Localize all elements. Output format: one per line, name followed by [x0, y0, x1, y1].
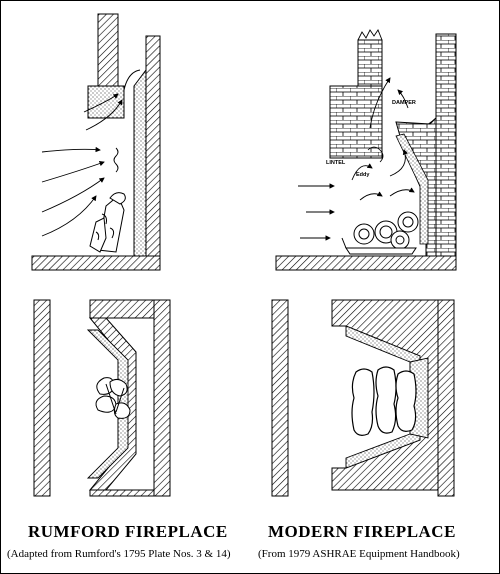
modern-caption: (From 1979 ASHRAE Equipment Handbook) — [258, 548, 460, 560]
modern-plan-logs — [351, 366, 417, 436]
lintel-label: LINTEL — [326, 160, 346, 166]
rumford-section — [31, 13, 161, 271]
modern-section: DAMPER LINTEL Eddy — [275, 29, 457, 271]
modern-plan — [271, 299, 455, 497]
modern-logs — [341, 211, 419, 255]
modern-title: MODERN FIREPLACE — [268, 522, 456, 541]
rumford-caption: (Adapted from Rumford's 1795 Plate Nos. … — [7, 548, 231, 560]
rumford-logs — [89, 192, 126, 253]
rumford-plan-logs — [95, 377, 131, 419]
rumford-title: RUMFORD FIREPLACE — [28, 522, 228, 541]
damper-label: DAMPER — [392, 100, 416, 106]
eddy-label: Eddy — [356, 172, 370, 178]
rumford-plan — [33, 299, 171, 497]
